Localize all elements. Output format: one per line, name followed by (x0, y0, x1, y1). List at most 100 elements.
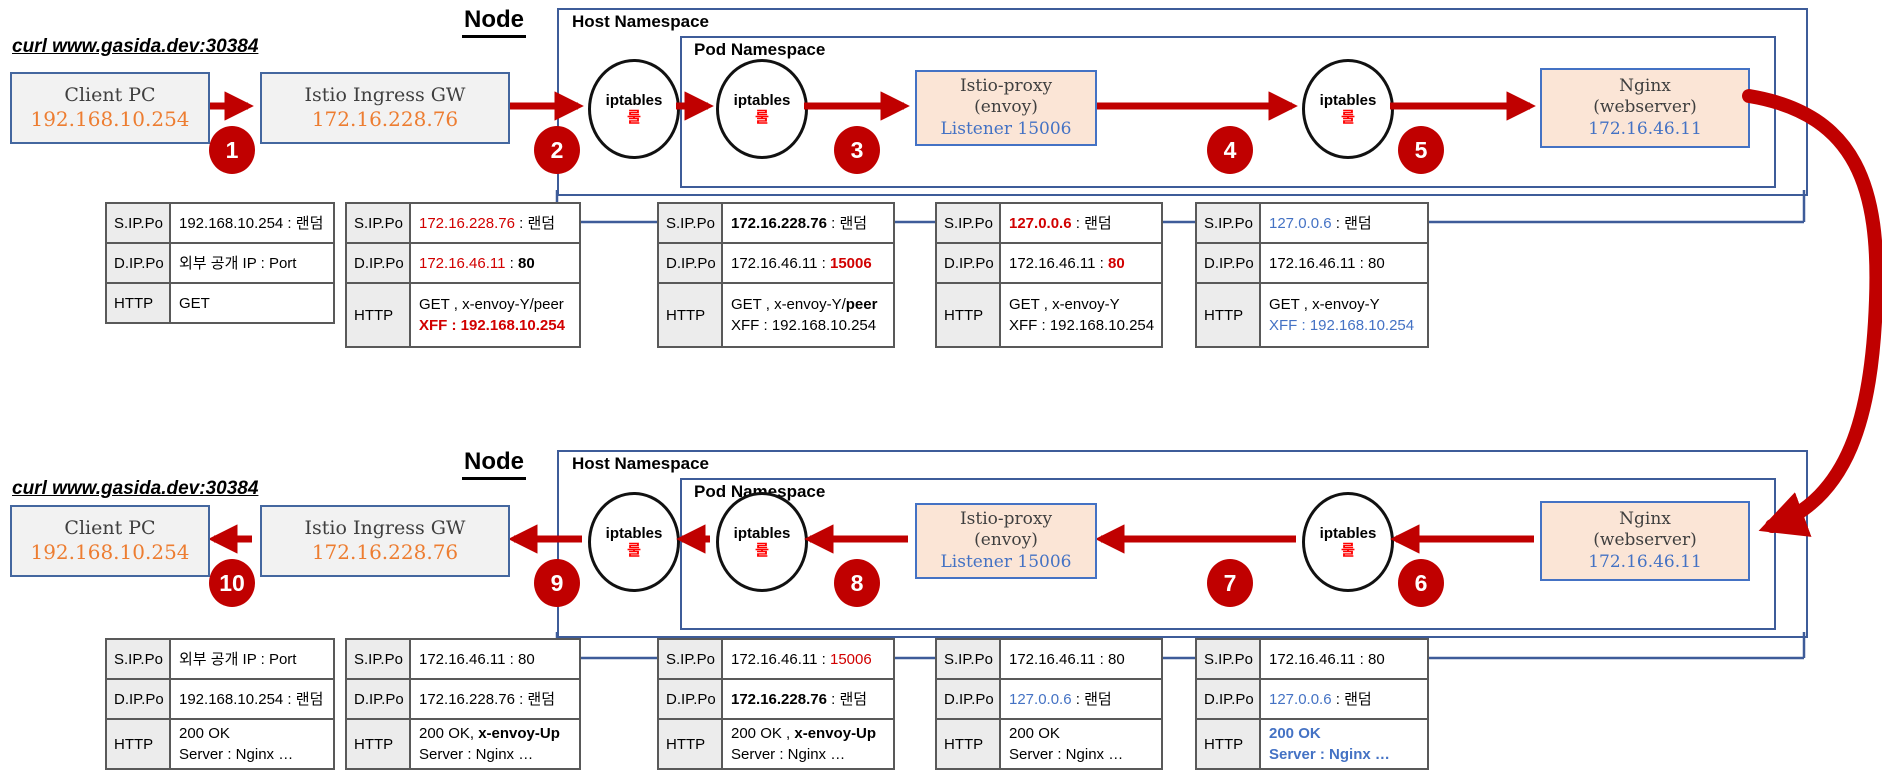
step-badge-10: 10 (209, 559, 255, 607)
cell-value: Server : Nginx … (1269, 746, 1390, 763)
cell-value: 127.0.0.6 (1269, 214, 1332, 232)
row-label: D.IP.Po (107, 244, 171, 282)
row-label: S.IP.Po (937, 204, 1001, 242)
step-badge-4: 4 (1207, 126, 1253, 174)
pod-namespace-label-top: Pod Namespace (694, 40, 826, 59)
nginx-name-top: Nginx (1619, 76, 1671, 97)
packet-table-step10: S.IP.Po 외부 공개 IP : Port D.IP.Po 192.168.… (105, 638, 335, 770)
cell-value: 200 OK (1009, 725, 1060, 742)
cell-value: Server : Nginx … (419, 746, 534, 763)
cell-value: 172.16.46.11 : 80 (1269, 650, 1385, 668)
pod-namespace-box-bottom (680, 478, 1776, 630)
row-label: HTTP (347, 720, 411, 768)
cell-value: 15006 (829, 650, 872, 668)
packet-table-step6: S.IP.Po 172.16.46.11 : 80 D.IP.Po 127.0.… (1195, 638, 1429, 770)
node-label-top: Node (462, 6, 526, 38)
step-badge-9: 9 (534, 559, 580, 607)
cell-value: XFF : 192.168.10.254 (1009, 317, 1155, 334)
nginx-ip-bottom: 172.16.46.11 (1588, 551, 1702, 572)
cell-value: : 랜덤 (1331, 214, 1372, 232)
iptables-circle-host-bottom: iptables 룰 (588, 492, 680, 592)
client-pc-ip-top: 192.168.10.254 (30, 107, 190, 132)
row-label: D.IP.Po (1197, 680, 1261, 718)
istio-proxy-name-bottom: Istio-proxy (959, 509, 1053, 530)
istio-ingress-gw-box-bottom: Istio Ingress GW 172.16.228.76 (260, 505, 510, 577)
step-badge-6: 6 (1398, 559, 1444, 607)
client-pc-box-bottom: Client PC 192.168.10.254 (10, 505, 210, 577)
row-label: HTTP (659, 720, 723, 768)
row-label: S.IP.Po (1197, 204, 1261, 242)
istio-proxy-box-top: Istio-proxy (envoy) Listener 15006 (915, 70, 1097, 146)
step-badge-3: 3 (834, 126, 880, 174)
packet-table-step9: S.IP.Po 172.16.46.11 : 80 D.IP.Po 172.16… (345, 638, 581, 770)
cell-value: GET (179, 294, 210, 312)
istio-proxy-box-bottom: Istio-proxy (envoy) Listener 15006 (915, 503, 1097, 579)
row-label: D.IP.Po (347, 680, 411, 718)
packet-table-step8: S.IP.Po 172.16.46.11 : 15006 D.IP.Po 172… (657, 638, 895, 770)
packet-table-step1: S.IP.Po 192.168.10.254 : 랜덤 D.IP.Po 외부 공… (105, 202, 335, 324)
iptables-rule-label: 룰 (1341, 542, 1355, 559)
cell-value: 외부 공개 IP : Port (179, 650, 297, 668)
cell-value: GET , x-envoy-Y/peer (419, 296, 564, 313)
row-label: S.IP.Po (1197, 640, 1261, 678)
cell-value: 172.16.46.11 : 80 (1009, 650, 1125, 668)
row-label: D.IP.Po (107, 680, 171, 718)
cell-value: 80 (518, 254, 535, 272)
cell-value: XFF : 192.168.10.254 (1269, 317, 1415, 334)
client-pc-name-bottom: Client PC (64, 516, 156, 539)
nginx-role-bottom: (webserver) (1593, 530, 1697, 551)
cell-value: : 랜덤 (1331, 690, 1372, 708)
cell-value: 15006 (829, 254, 872, 272)
curl-command-bottom: curl www.gasida.dev:30384 (12, 478, 259, 499)
cell-value: 172.16.228.76 (731, 214, 827, 232)
cell-value: : (505, 254, 518, 272)
cell-value: 172.16.46.11 : (731, 254, 830, 272)
cell-value: GET , x-envoy-Y/ (731, 296, 846, 313)
row-label: S.IP.Po (659, 640, 723, 678)
iptables-label: iptables (733, 524, 791, 542)
cell-value: 172.16.228.76 (731, 690, 827, 708)
row-label: HTTP (1197, 720, 1261, 768)
istio-proxy-listener-bottom: Listener 15006 (940, 551, 1072, 572)
cell-value: 172.16.46.11 : 80 (419, 650, 535, 668)
cell-value: x-envoy-Up (794, 725, 877, 742)
row-label: D.IP.Po (937, 244, 1001, 282)
cell-value: XFF : 192.168.10.254 (731, 317, 877, 334)
step-badge-8: 8 (834, 559, 880, 607)
cell-value: 80 (1107, 254, 1125, 272)
client-pc-ip-bottom: 192.168.10.254 (30, 540, 190, 565)
cell-value: : 랜덤 (826, 214, 868, 232)
istio-ingress-gw-ip-top: 172.16.228.76 (311, 107, 459, 132)
iptables-rule-label: 룰 (627, 109, 641, 126)
cell-value: 200 OK , (731, 725, 795, 742)
client-pc-box-top: Client PC 192.168.10.254 (10, 72, 210, 144)
cell-value: x-envoy-Up (478, 725, 560, 742)
cell-value: Server : Nginx … (179, 746, 294, 763)
row-label: D.IP.Po (347, 244, 411, 282)
iptables-circle-pod-out-bottom: iptables 룰 (1302, 492, 1394, 592)
pod-namespace-box-top (680, 36, 1776, 188)
cell-value: 200 OK (179, 725, 230, 742)
packet-table-step7: S.IP.Po 172.16.46.11 : 80 D.IP.Po 127.0.… (935, 638, 1163, 770)
curl-command-top: curl www.gasida.dev:30384 (12, 36, 259, 57)
cell-value: XFF : 192.168.10.254 (419, 317, 565, 334)
cell-value: 외부 공개 IP : Port (179, 254, 297, 272)
cell-value: 172.16.228.76 : 랜덤 (419, 690, 556, 708)
cell-value: 172.16.46.11 (419, 254, 506, 272)
row-label: HTTP (347, 284, 411, 346)
row-label: D.IP.Po (1197, 244, 1261, 282)
row-label: S.IP.Po (107, 204, 171, 242)
iptables-circle-pod-in-bottom: iptables 룰 (716, 492, 808, 592)
istio-ingress-gw-name-bottom: Istio Ingress GW (304, 516, 466, 539)
row-label: S.IP.Po (347, 204, 411, 242)
iptables-label: iptables (605, 91, 663, 109)
cell-value: 172.16.46.11 : 80 (1269, 254, 1385, 272)
cell-value: 172.16.46.11 : (1009, 254, 1108, 272)
row-label: S.IP.Po (659, 204, 723, 242)
istio-ingress-gw-name-top: Istio Ingress GW (304, 83, 466, 106)
row-label: S.IP.Po (347, 640, 411, 678)
iptables-rule-label: 룰 (1341, 109, 1355, 126)
cell-value: Server : Nginx … (1009, 746, 1124, 763)
